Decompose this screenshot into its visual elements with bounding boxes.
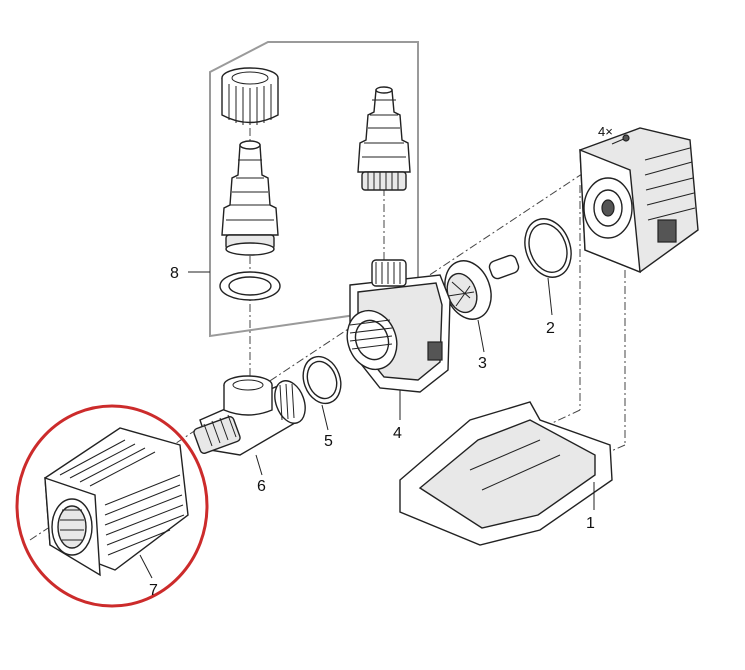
- o-ring-small: [302, 355, 342, 405]
- leader-lines: [139, 271, 595, 579]
- outlet-connector: [193, 375, 306, 456]
- stepped-hose-adapter-left: [221, 140, 279, 256]
- accessory-kit-frame: [209, 41, 419, 338]
- base-foot: [399, 401, 613, 546]
- label-part-6: 6: [257, 478, 266, 495]
- label-screw-count: 4×: [598, 124, 613, 139]
- label-part-4: 4: [393, 425, 402, 442]
- label-part-8: 8: [170, 265, 179, 282]
- stepped-hose-adapter-right: [357, 86, 411, 191]
- impeller: [444, 254, 520, 320]
- flat-gasket: [219, 271, 281, 301]
- label-part-7: 7: [149, 582, 158, 599]
- pump-housing: [346, 259, 451, 393]
- label-part-3: 3: [478, 355, 487, 372]
- strainer-cage: [44, 427, 189, 577]
- motor-unit: [579, 127, 699, 274]
- label-part-1: 1: [586, 515, 595, 532]
- o-ring-large: [524, 218, 572, 278]
- label-part-2: 2: [546, 320, 555, 337]
- highlight-circle: [15, 404, 209, 608]
- hose-nut: [221, 67, 279, 125]
- label-part-5: 5: [324, 433, 333, 450]
- screw: [611, 134, 630, 145]
